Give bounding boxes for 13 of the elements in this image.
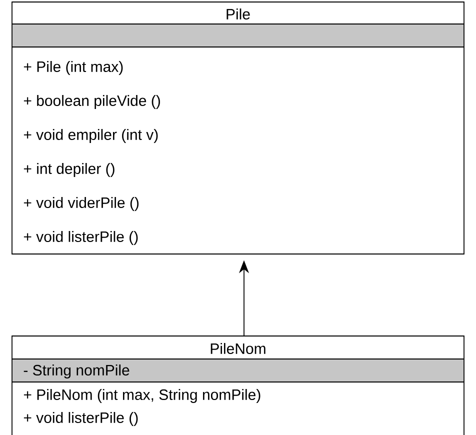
- method-text: + void viderPile (): [24, 197, 139, 211]
- attribute-text: - String nomPile: [24, 364, 130, 378]
- method-text: + PileNom (int max, String nomPile): [24, 389, 260, 403]
- class-box: [12, 336, 464, 435]
- method-text: + int depiler (): [24, 163, 114, 177]
- method-text: + Pile (int max): [24, 61, 123, 75]
- method-text: + void empiler (int v): [24, 129, 158, 143]
- class-box: [12, 2, 464, 254]
- method-text: + boolean pileVide (): [24, 95, 160, 109]
- class-name: PileNom: [210, 342, 266, 354]
- class-name: Pile: [226, 8, 250, 20]
- method-text: + void listerPile (): [24, 412, 138, 426]
- method-text: + void listerPile (): [24, 231, 138, 245]
